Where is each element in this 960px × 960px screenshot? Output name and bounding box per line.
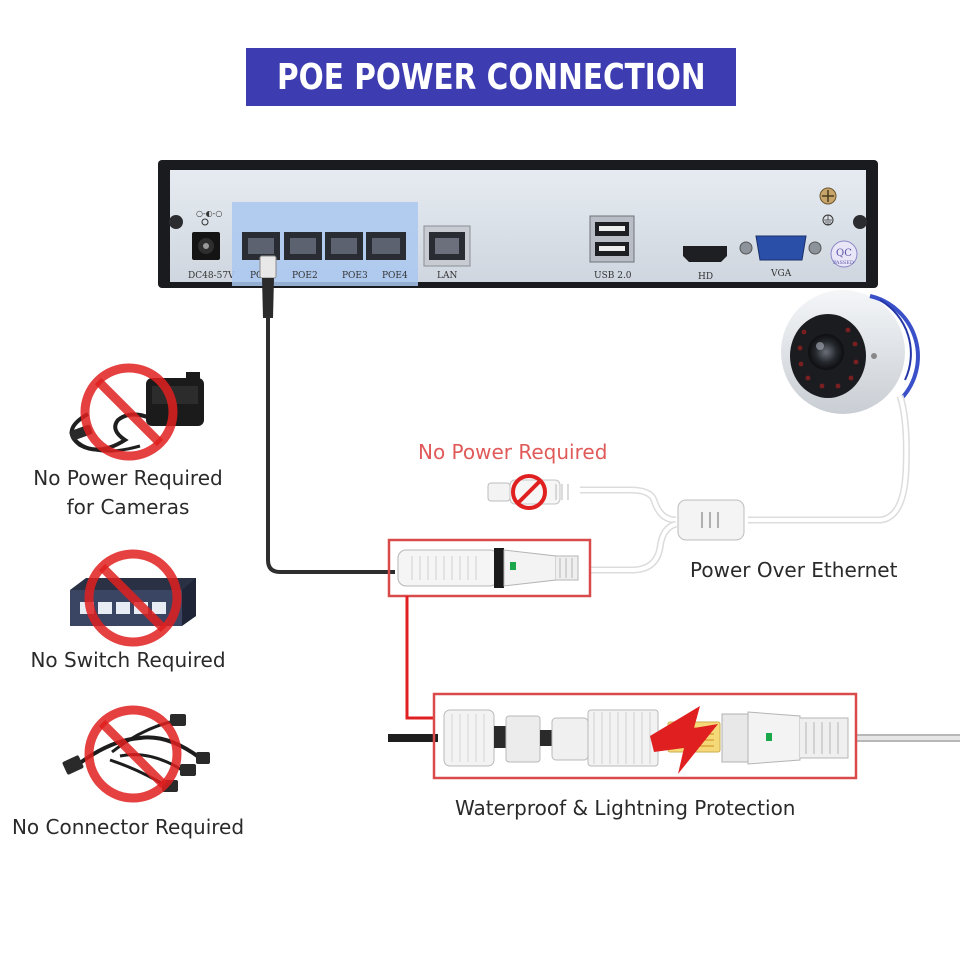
ground-terminal — [819, 187, 837, 226]
poe-port-label-4: POE4 — [382, 271, 408, 281]
waterproof-assembly — [388, 692, 960, 780]
network-switch-icon — [70, 549, 196, 647]
cable-splitter — [677, 499, 745, 541]
vga-label: VGA — [770, 269, 792, 279]
poe-port-label-3: POE3 — [342, 271, 368, 281]
poe-port-4[interactable]: POE4 — [366, 232, 408, 281]
poe-port-label-2: POE2 — [292, 271, 318, 281]
dc-jack — [487, 474, 569, 510]
dome-camera — [781, 290, 920, 414]
svg-text:○-◐-○: ○-◐-○ — [196, 209, 222, 218]
page-title: POE POWER CONNECTION — [276, 56, 706, 98]
lan-port[interactable]: LAN — [423, 225, 471, 281]
nvr-ethernet-cable — [259, 255, 395, 574]
waterproof-label: Waterproof & Lightning Protection — [455, 796, 796, 820]
red-connector-line — [405, 596, 435, 720]
hd-label: HD — [698, 272, 713, 282]
left-label-no-switch: No Switch Required — [30, 648, 226, 672]
usb-ports[interactable]: USB 2.0 — [589, 215, 635, 281]
left-label-no-connector: No Connector Required — [11, 815, 245, 839]
poe-port-3[interactable]: POE3 — [325, 232, 368, 281]
lan-label: LAN — [437, 271, 457, 281]
poe-port-2[interactable]: POE2 — [284, 232, 322, 281]
dc-power-port: ○-◐-○ DC48-57V — [188, 209, 235, 281]
vga-port[interactable]: VGA — [739, 235, 822, 279]
lightning-bolt-icon — [650, 706, 718, 774]
qc-sticker: QC PASSED — [830, 240, 858, 268]
left-label-no-power-line2: for Cameras — [66, 495, 190, 519]
title-banner: POE POWER CONNECTION — [246, 48, 736, 106]
qc-label: QC — [836, 248, 852, 259]
camera-cable — [580, 394, 910, 574]
screw-left — [169, 215, 183, 229]
power-adapter-icon — [69, 363, 204, 461]
hdmi-port[interactable]: HD — [683, 246, 727, 282]
usb-label: USB 2.0 — [594, 271, 632, 281]
no-power-prohibit-icon — [511, 474, 547, 510]
poe-label: Power Over Ethernet — [690, 558, 898, 582]
no-power-label: No Power Required — [418, 440, 608, 464]
left-label-no-power-line1: No Power Required — [33, 466, 223, 490]
dc-label: DC48-57V — [188, 271, 235, 281]
screw-right — [853, 215, 867, 229]
rj45-coupler-box — [387, 538, 592, 598]
left-label-no-power: No Power Required for Cameras — [10, 464, 246, 522]
power-splitter-icon — [62, 705, 210, 803]
qc-sublabel: PASSED — [833, 260, 854, 266]
